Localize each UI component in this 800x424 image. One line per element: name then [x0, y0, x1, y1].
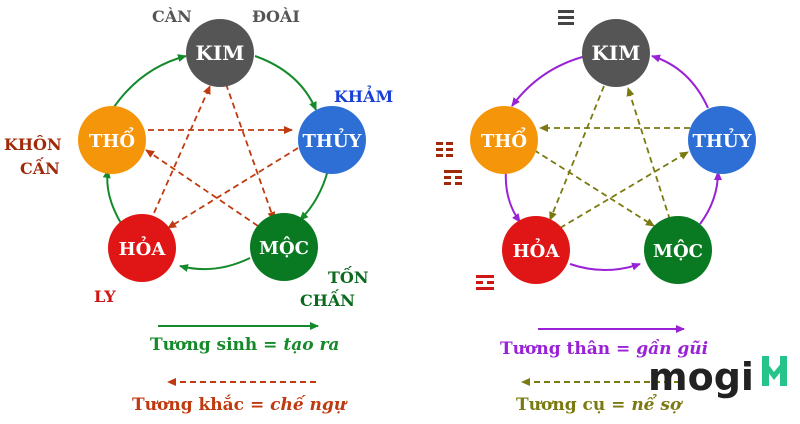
arrow-hoa-to-kim	[149, 85, 211, 223]
svg-text:HỎA: HỎA	[119, 234, 167, 260]
arrow-kim-to-tho	[511, 55, 587, 107]
right-node-thuy: THỦY	[688, 106, 756, 174]
left-node-moc: MỘC	[250, 213, 318, 281]
arrow-kim-to-hoa	[549, 85, 605, 221]
right-node-tho: THỔ	[470, 106, 538, 174]
arrow-tho-to-hoa	[504, 169, 521, 223]
label-kham: KHẢM	[334, 83, 393, 106]
right-diagram: KIM THỦY MỘC HỎA THỔ	[436, 10, 756, 415]
arrow-hoa-to-thuy	[559, 151, 689, 229]
label-doai: ĐOÀI	[252, 6, 300, 26]
mogi-wordmark: mogi	[648, 355, 754, 399]
left-khac-star	[145, 83, 299, 229]
svg-text:KIM: KIM	[592, 41, 641, 65]
trigram-can-icon	[558, 10, 574, 25]
right-than-cycle	[504, 54, 722, 271]
svg-text:KIM: KIM	[196, 41, 245, 65]
arrow-moc-to-kim	[626, 87, 671, 221]
arrow-kim-to-moc	[225, 83, 276, 221]
label-can2: CẤN	[20, 156, 60, 178]
arrow-thuy-to-kim	[651, 54, 709, 109]
svg-text:THỦY: THỦY	[693, 126, 753, 152]
arrow-thuy-to-hoa	[167, 147, 299, 229]
mogi-logo: mogi	[648, 355, 787, 399]
arrow-moc-to-hoa	[179, 257, 251, 272]
legend-than: Tương thân = gần gũi	[500, 339, 708, 359]
arrow-kim-to-thuy	[254, 55, 317, 111]
left-sinh-cycle	[102, 54, 329, 272]
svg-text:MỘC: MỘC	[259, 235, 309, 259]
arrow-tho-to-moc	[533, 149, 655, 227]
trigram-can2-icon	[444, 170, 462, 185]
arrow-thuy-to-moc	[299, 169, 329, 221]
mogi-logo-icon	[762, 356, 787, 386]
left-node-thuy: THỦY	[298, 106, 366, 174]
trigram-ly-icon	[476, 275, 494, 290]
arrow-moc-to-thuy	[699, 171, 722, 225]
left-node-kim: KIM	[186, 19, 254, 87]
right-node-moc: MỘC	[644, 216, 712, 284]
right-node-kim: KIM	[582, 19, 650, 87]
label-chan: CHẤN	[300, 288, 355, 310]
left-node-hoa: HỎA	[108, 214, 176, 282]
right-node-hoa: HỎA	[502, 216, 570, 284]
label-ton: TỐN	[328, 265, 368, 287]
label-can: CÀN	[152, 6, 192, 26]
svg-text:HỎA: HỎA	[513, 236, 561, 262]
svg-text:MỘC: MỘC	[653, 238, 703, 262]
right-cu-star	[533, 85, 690, 229]
arrow-hoa-to-tho	[102, 169, 123, 226]
legend-khac: Tương khắc = chế ngự	[132, 394, 348, 415]
label-khon: KHÔN	[4, 134, 62, 154]
left-node-tho: THỔ	[78, 106, 146, 174]
arrow-moc-to-tho	[145, 149, 259, 227]
arrow-hoa-to-moc	[569, 262, 641, 271]
trigram-khon-icon	[436, 142, 453, 157]
label-ly: LY	[94, 287, 116, 306]
legend-sinh: Tương sinh = tạo ra	[150, 335, 339, 355]
arrow-tho-to-kim	[111, 54, 187, 111]
left-diagram: KIM THỦY MỘC HỎA THỔ CÀN ĐOÀI KHẢM KHÔN …	[4, 6, 393, 415]
svg-text:THỦY: THỦY	[303, 126, 363, 152]
legend-cu: Tương cụ = nể sợ	[516, 393, 683, 415]
